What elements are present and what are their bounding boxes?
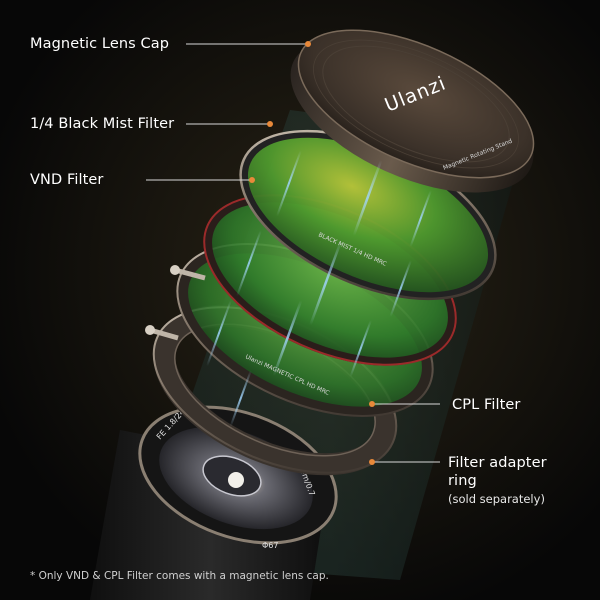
- callout-dots: [249, 41, 375, 465]
- leader-lines: [146, 43, 440, 463]
- label-filter-adapter: Filter adapter: [448, 455, 547, 471]
- label-vnd-filter: VND Filter: [30, 172, 104, 188]
- label-filter-adapter-ring: ring: [448, 473, 477, 489]
- label-black-mist-filter: 1/4 Black Mist Filter: [30, 116, 175, 132]
- label-sold-separately: (sold separately): [448, 492, 545, 506]
- label-cpl-filter: CPL Filter: [452, 397, 521, 413]
- lens-size-text: Φ67: [262, 541, 278, 550]
- footnote: * Only VND & CPL Filter comes with a mag…: [30, 570, 329, 582]
- magnetic-lens-cap: Ulanzi Magnetic Rotating Stand: [290, 29, 535, 193]
- light-streaks: [206, 149, 432, 428]
- label-magnetic-lens-cap: Magnetic Lens Cap: [30, 36, 170, 52]
